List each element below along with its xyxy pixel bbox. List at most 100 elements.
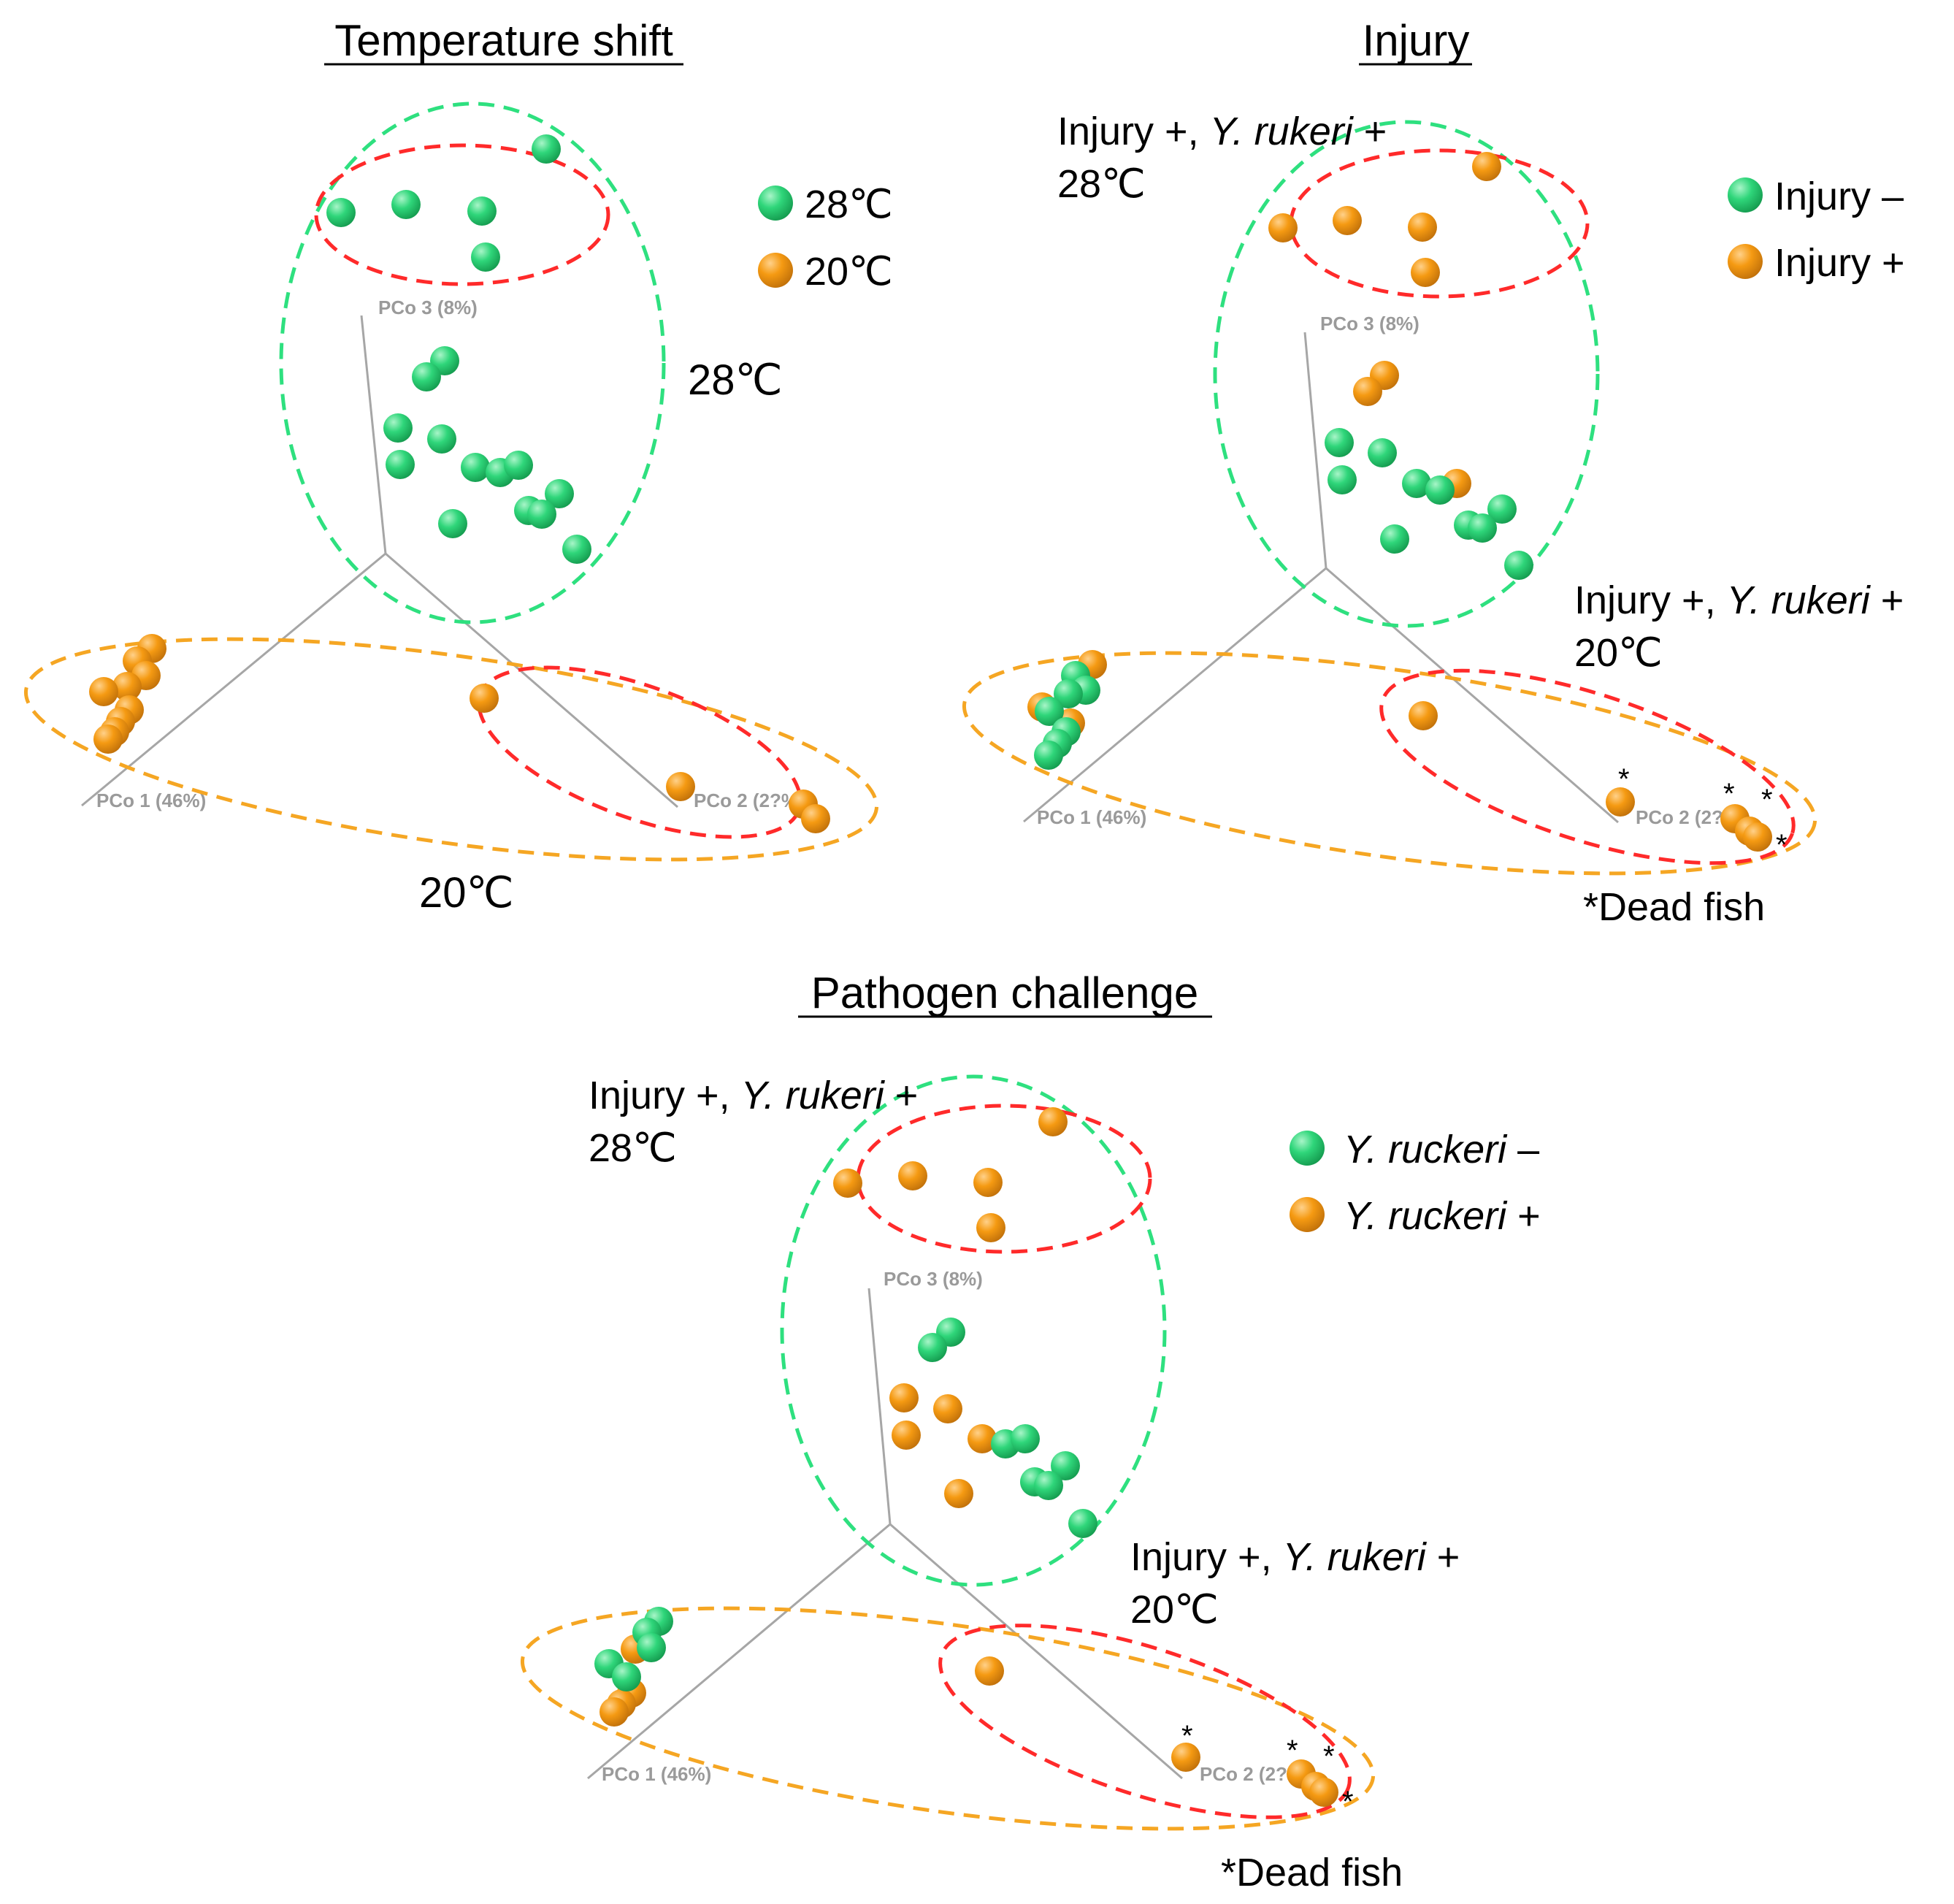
data-point <box>326 198 356 227</box>
points-orange <box>89 634 830 833</box>
pco1-axis-label: PCo 1 (46%) <box>96 789 206 811</box>
label-28c: 28℃ <box>688 356 783 404</box>
ellipse-28c-subgroup <box>1289 148 1590 299</box>
annotation-text: Injury +, <box>1130 1535 1272 1579</box>
data-point <box>1038 1107 1068 1136</box>
annotation-28c-temp: 28℃ <box>1057 162 1146 206</box>
annotation-text: + <box>1364 110 1387 153</box>
data-point <box>1606 787 1635 817</box>
data-point <box>944 1479 973 1508</box>
panel-title: Injury <box>1363 16 1470 65</box>
data-point <box>1472 152 1501 181</box>
legend-entry: Y. ruckeri – <box>1344 1128 1539 1171</box>
legend-marker-orange <box>1728 244 1763 279</box>
data-point <box>801 804 830 833</box>
annotation-species: Y. rukeri <box>1210 110 1355 153</box>
pco3-axis-label: PCo 3 (8%) <box>378 297 478 318</box>
dead-fish-marker: * <box>1761 784 1773 816</box>
data-point <box>438 509 467 538</box>
legend-marker-orange <box>1290 1197 1325 1232</box>
ellipse-28c-subgroup <box>856 1104 1152 1254</box>
annotation-20c-group: Injury +, Y. rukeri + <box>1574 578 1904 622</box>
legend-label: 28℃ <box>805 183 893 226</box>
data-point <box>1411 258 1440 287</box>
data-point <box>898 1161 927 1190</box>
data-point <box>1011 1424 1040 1453</box>
dead-fish-marker: * <box>1323 1740 1335 1773</box>
dead-fish-marker: * <box>1723 778 1735 810</box>
data-point <box>461 453 490 482</box>
data-point <box>1402 469 1431 498</box>
legend-entry: Y. ruckeri + <box>1344 1194 1541 1238</box>
data-point <box>89 677 118 706</box>
dead-fish-note: *Dead fish <box>1583 885 1765 929</box>
pco3-axis <box>867 1288 892 1525</box>
data-point <box>1380 524 1409 554</box>
legend-species: Y. ruckeri <box>1344 1194 1508 1238</box>
data-point <box>93 724 123 754</box>
dead-fish-marker: * <box>1342 1786 1354 1818</box>
pco1-axis <box>1023 567 1327 823</box>
data-point <box>1268 213 1298 242</box>
data-point <box>562 535 591 564</box>
annotation-text: Injury +, <box>1574 578 1716 622</box>
data-point <box>1487 494 1517 524</box>
pco2-axis-label: PCo 2 (2?%) <box>694 789 805 811</box>
dead-fish-marker: * <box>1618 763 1630 795</box>
data-point <box>427 424 456 454</box>
data-point <box>383 413 413 443</box>
points-orange <box>599 1107 1338 1807</box>
legend-marker-orange <box>758 253 793 288</box>
annotation-text: + <box>895 1074 919 1117</box>
data-point <box>1068 1509 1097 1538</box>
data-point <box>637 1633 666 1662</box>
legend-label: Injury – <box>1774 175 1904 218</box>
pco3-axis <box>1303 332 1327 569</box>
annotation-text: Injury +, <box>589 1074 730 1117</box>
data-point <box>1051 1451 1080 1480</box>
ellipse-28c-subgroup <box>314 143 610 286</box>
ellipse-orange-group <box>520 1606 1376 1831</box>
data-point <box>386 450 415 479</box>
data-point <box>471 242 500 272</box>
legend-marker-green <box>1728 177 1763 213</box>
annotation-28c-temp: 28℃ <box>589 1126 677 1170</box>
ellipse-green-group <box>1213 120 1600 628</box>
data-point <box>1035 697 1064 726</box>
data-point <box>968 1424 997 1453</box>
annotation-20c-temp: 20℃ <box>1574 631 1663 675</box>
data-point <box>833 1169 862 1198</box>
data-point <box>1743 822 1772 852</box>
data-point <box>973 1168 1003 1197</box>
data-point <box>1353 377 1382 406</box>
data-point <box>1327 465 1357 494</box>
data-point <box>1408 213 1437 242</box>
panel-title: Temperature shift <box>334 16 673 65</box>
ellipse-20c-subgroup <box>1379 668 1796 865</box>
data-point <box>1333 206 1362 235</box>
data-point <box>1425 475 1455 505</box>
annotation-text: Injury +, <box>1057 110 1199 153</box>
data-point <box>1504 551 1533 580</box>
data-point <box>470 684 499 713</box>
data-point <box>1325 428 1354 457</box>
points-green <box>326 134 591 564</box>
data-point <box>1409 701 1438 730</box>
annotation-20c-temp: 20℃ <box>1130 1588 1219 1632</box>
legend-sign: – <box>1517 1128 1539 1171</box>
data-point <box>1309 1778 1338 1807</box>
legend-marker-green <box>1290 1131 1325 1166</box>
ellipse-green-group <box>780 1074 1167 1587</box>
ellipse-orange-group <box>962 651 1817 876</box>
pco1-axis-label: PCo 1 (46%) <box>1037 806 1146 828</box>
annotation-species: Y. rukeri <box>1727 578 1871 622</box>
label-20c: 20℃ <box>419 869 514 917</box>
legend-label: Injury + <box>1774 241 1905 285</box>
legend-label: 20℃ <box>805 250 893 294</box>
ellipse-20c-subgroup <box>477 665 802 839</box>
data-point <box>1034 1471 1063 1500</box>
panel-temperature-shift: Temperature shift PCo 3 (8%) PCo 1 (46%)… <box>23 16 893 917</box>
data-point <box>412 362 441 391</box>
annotation-20c-group: Injury +, Y. rukeri + <box>1130 1535 1460 1579</box>
